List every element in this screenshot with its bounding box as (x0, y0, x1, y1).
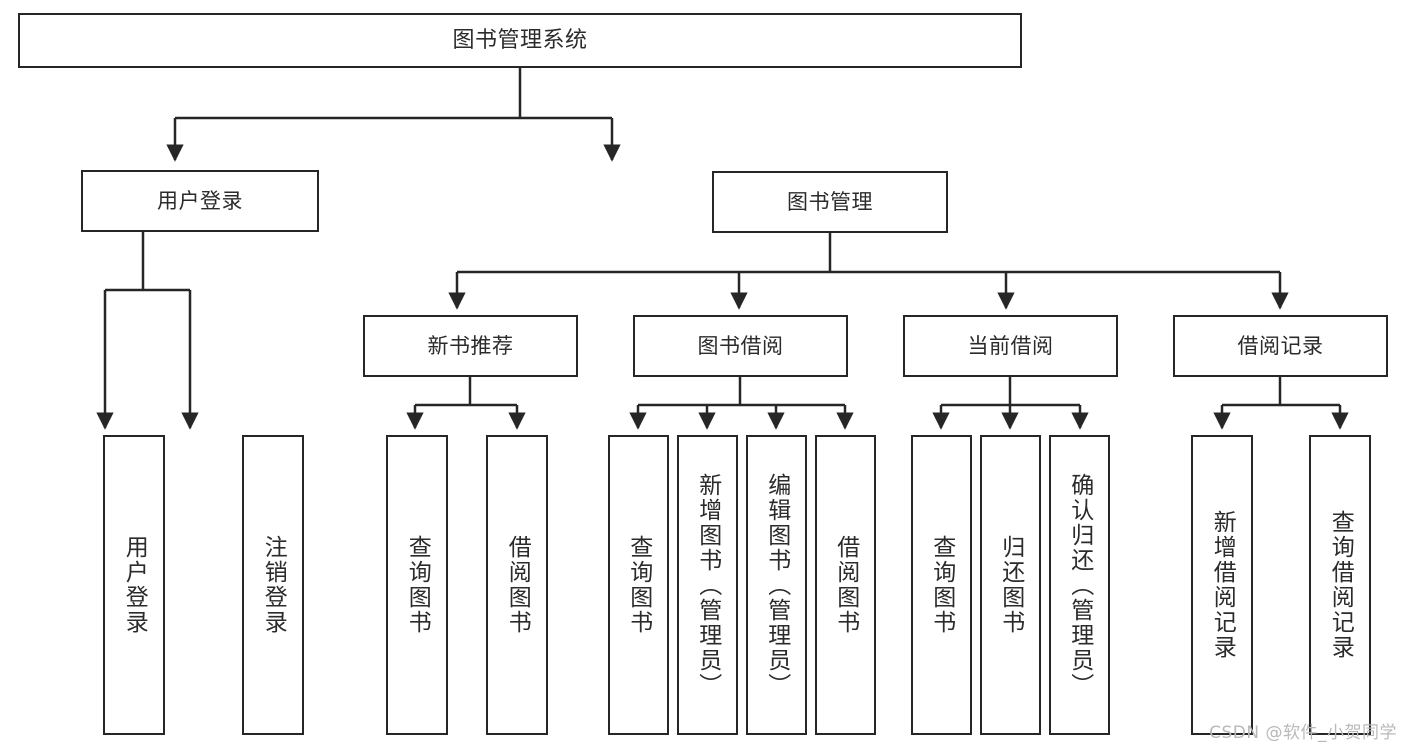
leaf-user-login[interactable]: 用户登录 (103, 435, 165, 735)
node-label: 图书管理系统 (452, 27, 588, 53)
node-new-book-recommend[interactable]: 新书推荐 (363, 315, 578, 377)
node-label: 用户登录 (157, 188, 243, 213)
watermark: CSDN @软件_小贺同学 (1209, 723, 1397, 743)
node-label: 编辑图书（管理员） (763, 472, 790, 698)
leaf-query-book-recommend[interactable]: 查询图书 (386, 435, 448, 735)
node-label: 归还图书 (997, 535, 1024, 635)
node-label: 查询借阅记录 (1327, 510, 1354, 660)
leaf-edit-book-admin[interactable]: 编辑图书（管理员） (746, 435, 807, 735)
leaf-add-book-admin[interactable]: 新增图书（管理员） (677, 435, 738, 735)
node-label: 确认归还（管理员） (1066, 472, 1093, 698)
leaf-query-borrow-record[interactable]: 查询借阅记录 (1309, 435, 1371, 735)
leaf-confirm-return-admin[interactable]: 确认归还（管理员） (1049, 435, 1110, 735)
node-label: 新书推荐 (427, 333, 514, 358)
node-label: 当前借阅 (967, 333, 1054, 358)
node-label: 新增借阅记录 (1209, 510, 1236, 660)
node-label: 图书借阅 (697, 333, 784, 358)
node-label: 用户登录 (121, 535, 148, 635)
leaf-query-book-current[interactable]: 查询图书 (911, 435, 972, 735)
node-user-login[interactable]: 用户登录 (81, 170, 319, 232)
node-borrow-record[interactable]: 借阅记录 (1173, 315, 1388, 377)
node-label: 注销登录 (260, 535, 287, 635)
node-label: 查询图书 (404, 535, 431, 635)
node-current-borrow[interactable]: 当前借阅 (903, 315, 1118, 377)
leaf-add-borrow-record[interactable]: 新增借阅记录 (1191, 435, 1253, 735)
node-label: 借阅记录 (1237, 333, 1324, 358)
leaf-query-book-borrow[interactable]: 查询图书 (608, 435, 669, 735)
node-label: 新增图书（管理员） (694, 472, 721, 698)
node-label: 借阅图书 (832, 535, 859, 635)
node-label: 查询图书 (625, 535, 652, 635)
leaf-borrow-book[interactable]: 借阅图书 (815, 435, 876, 735)
node-label: 图书管理 (787, 189, 873, 214)
leaf-borrow-book-recommend[interactable]: 借阅图书 (486, 435, 548, 735)
leaf-return-book[interactable]: 归还图书 (980, 435, 1041, 735)
node-book-borrow[interactable]: 图书借阅 (633, 315, 848, 377)
node-book-manage[interactable]: 图书管理 (712, 171, 948, 233)
node-label: 借阅图书 (504, 535, 531, 635)
node-book-management-system[interactable]: 图书管理系统 (18, 13, 1022, 68)
leaf-logout-login[interactable]: 注销登录 (242, 435, 304, 735)
node-label: 查询图书 (928, 535, 955, 635)
